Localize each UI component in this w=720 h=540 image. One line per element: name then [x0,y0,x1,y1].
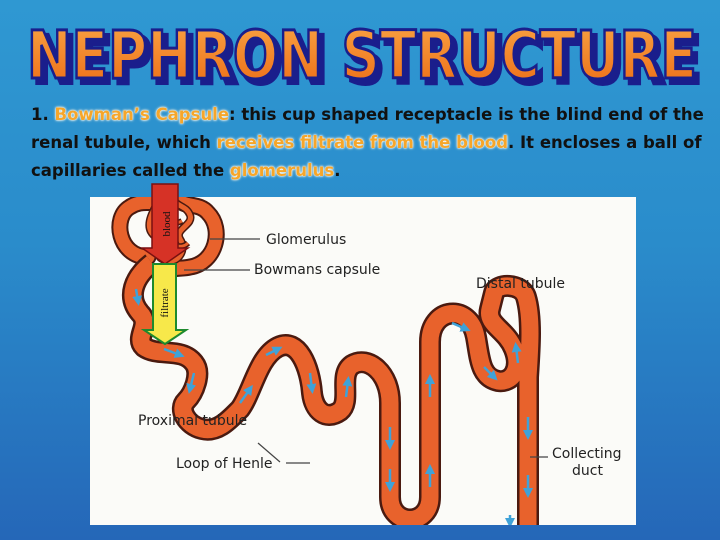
item-number: 1. [31,105,49,124]
paragraph-text-2: . It encloses a ball of capillaries call… [31,133,702,180]
label-loop-of-henle: Loop of Henle [176,456,272,472]
label-bowmans-capsule: Bowmans capsule [254,262,380,278]
highlight-glomerulus: glomerulus [229,161,335,180]
definition-paragraph: 1. Bowman’s Capsule: this cup shaped rec… [31,101,711,185]
page-title-text: NEPHRON STRUCTURE [27,17,697,90]
label-proximal-tubule: Proximal tubule [138,413,247,429]
paragraph-text-1: : this cup shaped receptacle is the blin… [31,105,704,152]
label-collecting-duct-line1: Collecting [552,446,622,462]
flow-arrows [132,288,533,525]
label-glomerulus: Glomerulus [266,232,346,248]
paragraph-text-3: . [334,161,341,180]
label-collecting-duct-line2: duct [572,463,603,479]
nephron-diagram: Glomerulus Bowmans capsule Distal tubule… [90,197,636,525]
term-bowmans-capsule: Bowman’s Capsule [54,105,230,124]
page-title: NEPHRON STRUCTURE NEPHRON STRUCTURE [26,16,705,91]
leader-lines [184,238,548,464]
nephron-svg: Glomerulus Bowmans capsule Distal tubule… [111,197,622,525]
label-distal-tubule: Distal tubule [476,276,565,292]
page-title-shadow: NEPHRON STRUCTURE [32,22,702,90]
highlight-receives-filtrate: receives filtrate from the blood [216,133,509,152]
